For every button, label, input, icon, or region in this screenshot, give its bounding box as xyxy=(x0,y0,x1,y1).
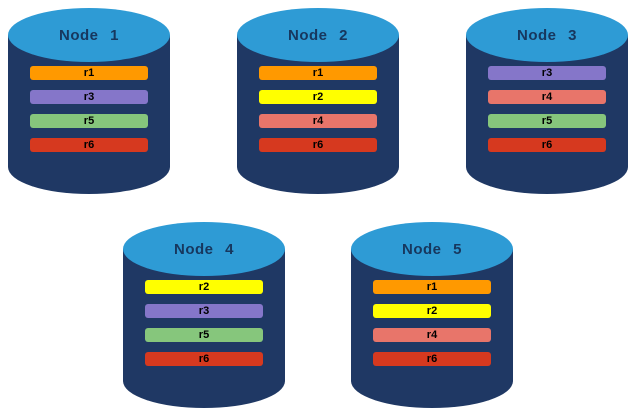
replica-bar-r3: r3 xyxy=(30,90,148,104)
node-cylinder-4: Node 4 r2 r3 r5 r6 xyxy=(123,222,285,408)
node-cylinder-2: Node 2 r1 r2 r4 r6 xyxy=(237,8,399,194)
replica-bar-r6: r6 xyxy=(259,138,377,152)
node-cylinder-5: Node 5 r1 r2 r4 r6 xyxy=(351,222,513,408)
replica-list: r3 r4 r5 r6 xyxy=(466,66,628,152)
cylinder-top-ellipse: Node 2 xyxy=(237,8,399,62)
replica-bar-r6: r6 xyxy=(145,352,263,366)
replica-bar-r4: r4 xyxy=(373,328,491,342)
cylinder-top-ellipse: Node 4 xyxy=(123,222,285,276)
cylinder-top-ellipse: Node 3 xyxy=(466,8,628,62)
replica-bar-r2: r2 xyxy=(145,280,263,294)
replica-bar-r6: r6 xyxy=(30,138,148,152)
node-label: Node 5 xyxy=(401,240,462,258)
replica-bar-r5: r5 xyxy=(30,114,148,128)
cylinder-top-ellipse: Node 5 xyxy=(351,222,513,276)
node-label: Node 1 xyxy=(58,26,119,44)
node-cylinder-3: Node 3 r3 r4 r5 r6 xyxy=(466,8,628,194)
replica-bar-r1: r1 xyxy=(259,66,377,80)
replica-bar-r3: r3 xyxy=(488,66,606,80)
cylinder-top-ellipse: Node 1 xyxy=(8,8,170,62)
replica-bar-r1: r1 xyxy=(373,280,491,294)
replica-bar-r5: r5 xyxy=(145,328,263,342)
replica-bar-r6: r6 xyxy=(488,138,606,152)
diagram-row-bottom: Node 4 r2 r3 r5 r6 Node 5 r1 r2 r4 r6 xyxy=(0,222,636,408)
replica-bar-r2: r2 xyxy=(259,90,377,104)
node-label: Node 3 xyxy=(516,26,577,44)
replica-bar-r2: r2 xyxy=(373,304,491,318)
replica-bar-r6: r6 xyxy=(373,352,491,366)
replica-bar-r4: r4 xyxy=(488,90,606,104)
node-label: Node 2 xyxy=(287,26,348,44)
diagram-row-top: Node 1 r1 r3 r5 r6 Node 2 r1 r2 r4 r6 Node 3 r… xyxy=(0,8,636,194)
replica-list: r1 r2 r4 r6 xyxy=(237,66,399,152)
replica-bar-r1: r1 xyxy=(30,66,148,80)
replica-bar-r3: r3 xyxy=(145,304,263,318)
replica-bar-r4: r4 xyxy=(259,114,377,128)
replica-list: r1 r3 r5 r6 xyxy=(8,66,170,152)
replica-list: r2 r3 r5 r6 xyxy=(123,280,285,366)
replica-list: r1 r2 r4 r6 xyxy=(351,280,513,366)
node-label: Node 4 xyxy=(173,240,234,258)
replica-bar-r5: r5 xyxy=(488,114,606,128)
node-cylinder-1: Node 1 r1 r3 r5 r6 xyxy=(8,8,170,194)
